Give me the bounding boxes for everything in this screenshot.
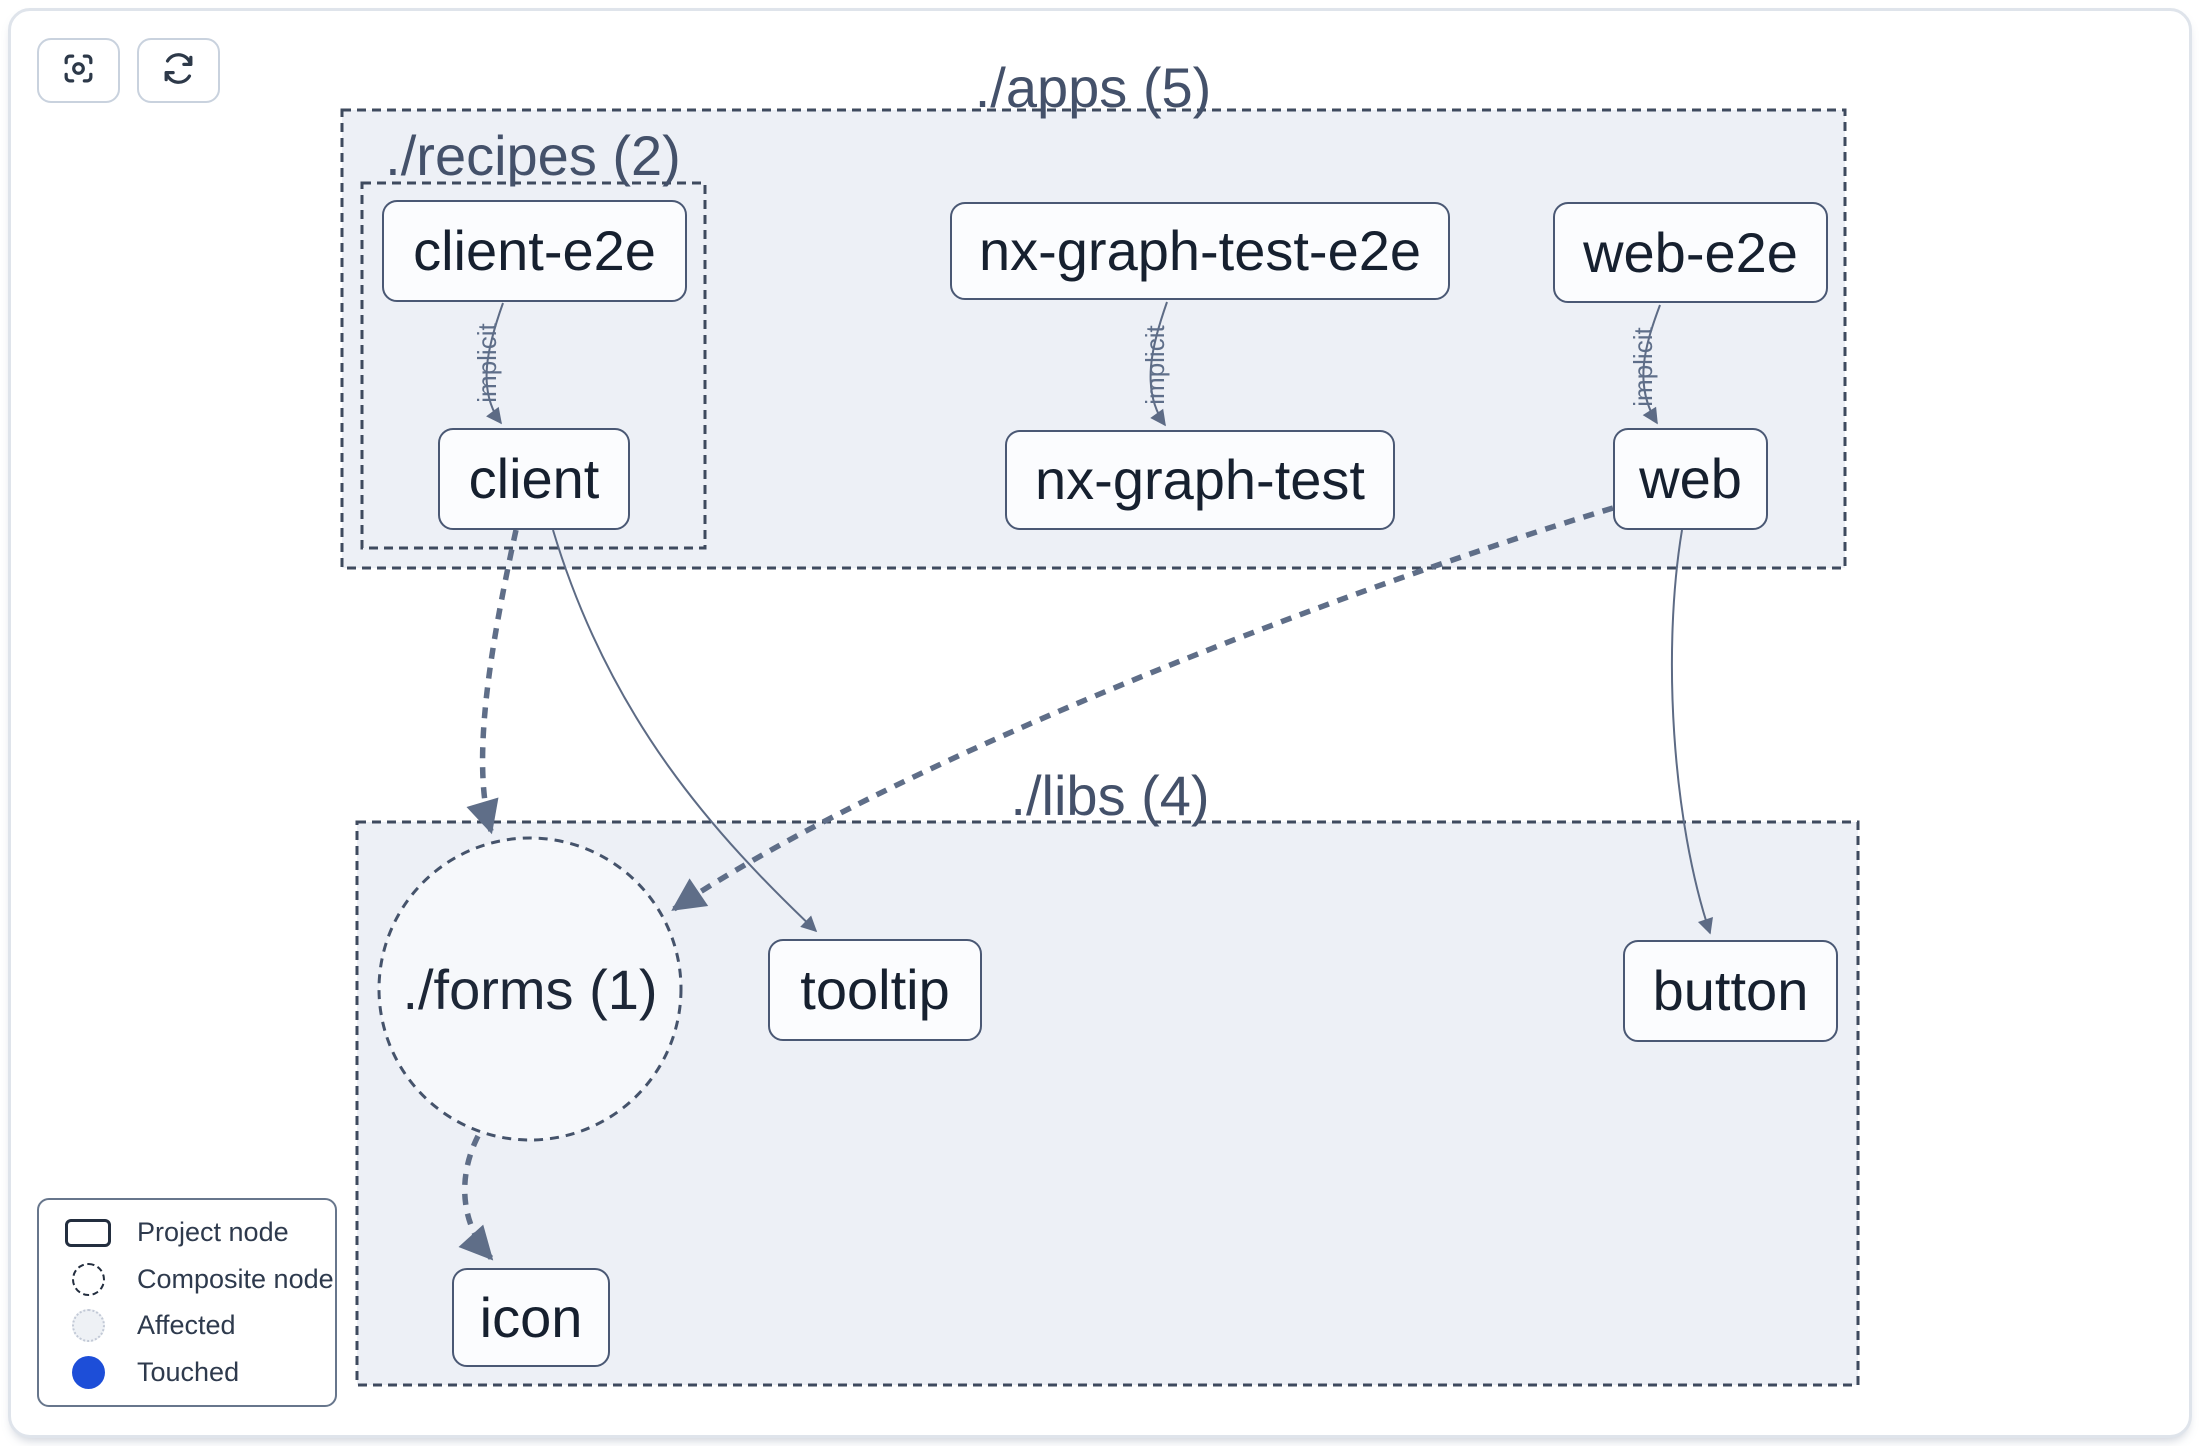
edge-label-implicit-client: implicit	[472, 323, 502, 403]
edge-label-implicit-nx-graph-test: implicit	[1140, 325, 1170, 405]
edge-label-implicit-web: implicit	[1628, 327, 1658, 407]
edge-client-tooltip	[552, 529, 818, 933]
project-node-icon	[65, 1218, 111, 1247]
node-nx-graph-test[interactable]: nx-graph-test	[1005, 430, 1395, 530]
edge-web-e2e-web	[1642, 304, 1661, 425]
legend-label-project-node: Project node	[137, 1217, 289, 1247]
legend-label-composite-node: Composite node	[137, 1263, 334, 1294]
cluster-recipes	[360, 181, 707, 550]
legend-label-touched: Touched	[137, 1356, 240, 1387]
refresh-graph-button[interactable]	[137, 38, 220, 103]
cluster-label-apps: ./apps (5)	[974, 56, 1212, 119]
cluster-label-libs: ./libs (4)	[1010, 764, 1210, 827]
cluster-label-recipes: ./recipes (2)	[385, 124, 681, 187]
node-nx-graph-test-e2e[interactable]: nx-graph-test-e2e	[950, 202, 1450, 300]
center-graph-button[interactable]	[37, 38, 120, 103]
legend-row-touched: Touched	[39, 1350, 335, 1395]
node-client[interactable]: client	[438, 428, 630, 530]
node-icon[interactable]: icon	[452, 1268, 610, 1367]
legend-row-affected: Affected	[39, 1303, 335, 1348]
composite-node-forms[interactable]	[377, 836, 683, 1142]
edge-web-forms	[671, 505, 1614, 912]
composite-node-icon	[71, 1262, 105, 1296]
edge-nx-graph-test-e2e-nx-graph-test	[1149, 301, 1168, 427]
refresh-icon	[160, 50, 197, 92]
node-button[interactable]: button	[1623, 940, 1838, 1042]
node-client-e2e[interactable]: client-e2e	[382, 200, 687, 302]
edge-client-forms	[466, 529, 519, 835]
edge-forms-icon	[458, 1134, 494, 1261]
affected-icon	[71, 1309, 105, 1343]
legend-row-project-node: Project node	[39, 1210, 335, 1255]
edge-web-button	[1670, 529, 1713, 935]
composite-node-label-forms[interactable]: ./forms (1)	[402, 958, 658, 1021]
focus-icon	[60, 50, 97, 92]
node-web-e2e[interactable]: web-e2e	[1553, 202, 1828, 303]
legend-label-affected: Affected	[137, 1310, 236, 1341]
node-tooltip[interactable]: tooltip	[768, 939, 982, 1041]
legend: Project node Composite node Affected Tou…	[37, 1198, 337, 1407]
edge-client-e2e-client	[485, 302, 504, 425]
legend-row-composite-node: Composite node	[39, 1257, 335, 1302]
node-web[interactable]: web	[1613, 428, 1768, 530]
touched-icon	[71, 1355, 105, 1389]
